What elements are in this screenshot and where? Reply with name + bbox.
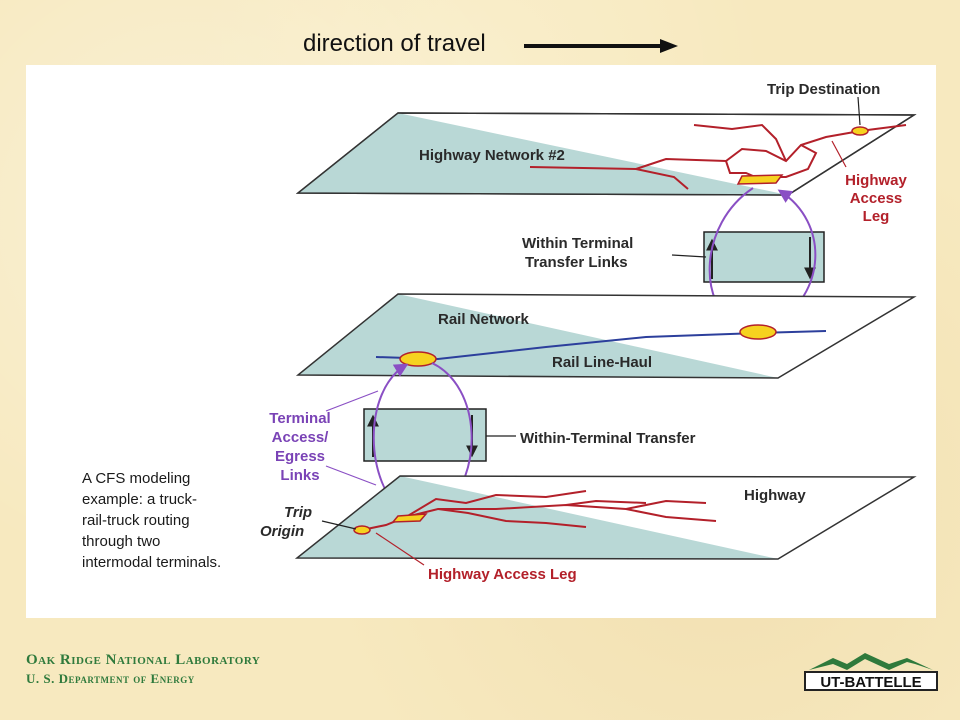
svg-text:A CFS modeling: A CFS modeling <box>82 470 190 487</box>
svg-text:UT-BATTELLE: UT-BATTELLE <box>820 674 921 691</box>
trip-origin-label: Trip Origin <box>260 504 312 540</box>
intermodal-diagram: Highway Network #2 Trip Destination High… <box>82 81 917 583</box>
destination-rail-terminal-node <box>739 324 777 340</box>
svg-text:Access: Access <box>850 190 903 207</box>
highway-plane <box>294 475 917 560</box>
svg-text:example: a truck-: example: a truck- <box>82 491 197 508</box>
svg-text:rail-truck routing: rail-truck routing <box>82 512 190 529</box>
footer-lab-name: Oak Ridge National Laboratory <box>26 652 261 668</box>
svg-text:Transfer Links: Transfer Links <box>525 254 628 271</box>
svg-text:Access/: Access/ <box>272 429 330 446</box>
svg-text:Terminal: Terminal <box>269 410 330 427</box>
svg-text:Within Terminal: Within Terminal <box>522 235 633 252</box>
trip-destination-label: Trip Destination <box>767 81 880 98</box>
svg-text:Leg: Leg <box>863 208 890 225</box>
within-terminal-transfer-label: Within-Terminal Transfer <box>520 430 696 447</box>
direction-of-travel-label: direction of travel <box>303 30 486 57</box>
rail-line-haul-label: Rail Line-Haul <box>552 354 652 371</box>
svg-text:Links: Links <box>280 467 319 484</box>
highway-label: Highway <box>744 487 806 504</box>
trip-origin-node <box>353 525 371 535</box>
diagram-panel: Highway Network #2 Trip Destination High… <box>26 65 936 618</box>
ut-battelle-logo: UT-BATTELLE <box>804 653 938 691</box>
svg-text:intermodal terminals.: intermodal terminals. <box>82 554 221 571</box>
svg-text:through two: through two <box>82 533 160 550</box>
lower-terminal-transfer-box <box>363 408 487 462</box>
direction-arrow-icon <box>524 39 678 53</box>
terminal-access-egress-links-label: Terminal Access/ Egress Links <box>269 410 330 484</box>
svg-text:Highway: Highway <box>845 172 907 189</box>
svg-text:Origin: Origin <box>260 523 304 540</box>
within-terminal-transfer-links-label: Within Terminal Transfer Links <box>522 235 633 271</box>
highway-network-2-plane <box>295 112 917 196</box>
highway-access-leg-bottom-label: Highway Access Leg <box>428 566 577 583</box>
rail-network-label: Rail Network <box>438 311 530 328</box>
footer-department: U. S. Department of Energy <box>26 671 195 686</box>
svg-text:Trip: Trip <box>284 504 312 521</box>
origin-rail-terminal-node <box>399 351 437 367</box>
destination-terminal-node <box>736 174 784 185</box>
diagram-caption: A CFS modeling example: a truck- rail-tr… <box>82 470 221 571</box>
highway-network-2-label: Highway Network #2 <box>419 147 565 164</box>
svg-text:Egress: Egress <box>275 448 325 465</box>
trip-destination-node <box>851 126 869 136</box>
highway-access-leg-top-label: Highway Access Leg <box>845 172 907 225</box>
origin-terminal-node <box>391 513 428 523</box>
upper-terminal-transfer-box <box>703 231 825 283</box>
